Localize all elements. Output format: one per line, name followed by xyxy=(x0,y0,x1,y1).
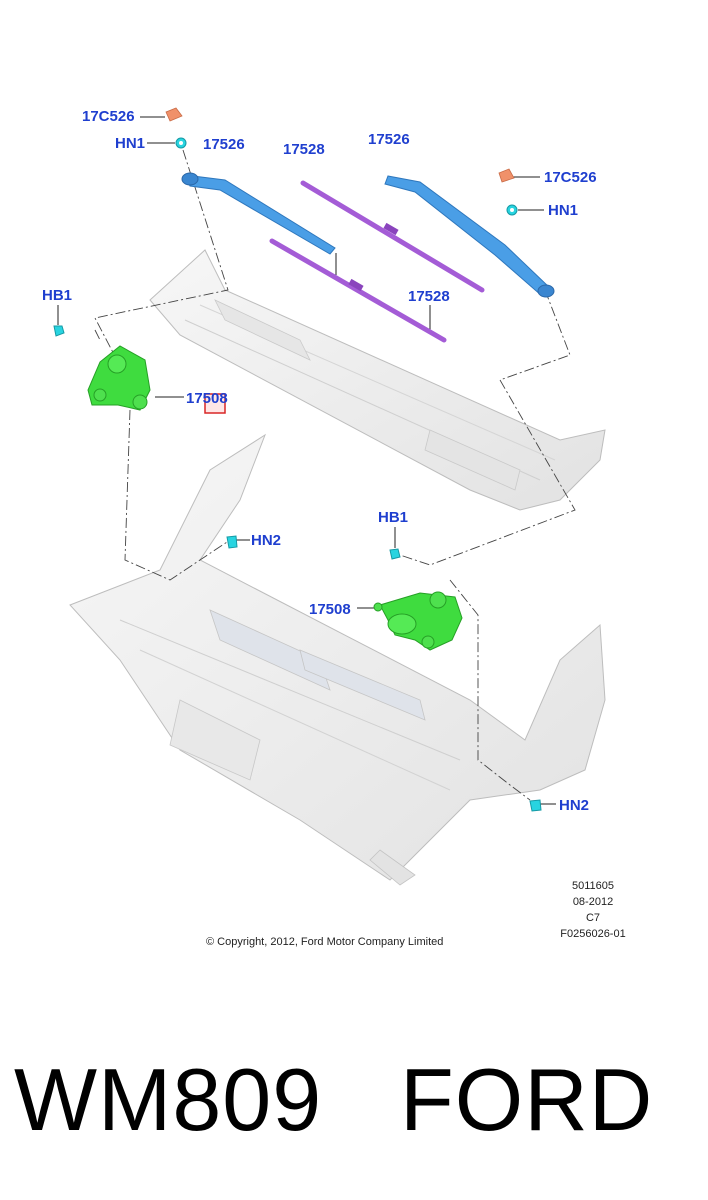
exploded-view-illustration xyxy=(53,107,606,886)
wiper-motor-left xyxy=(87,345,151,411)
bolt-icon-hb1-right xyxy=(389,548,401,560)
callout-hn1-left: HN1 xyxy=(115,135,146,152)
copyright-notice: © Copyright, 2012, Ford Motor Company Li… xyxy=(206,936,444,948)
wiper-arm-left xyxy=(181,172,336,255)
parts-diagram xyxy=(53,107,606,886)
lower-cowl-structure xyxy=(69,433,606,886)
highlight-box xyxy=(204,393,226,414)
callout-hn2-left: HN2 xyxy=(251,532,282,549)
callout-17508-left: 17508 xyxy=(186,390,228,407)
wiper-blade-bottom xyxy=(269,238,447,343)
callout-hb1-left: HB1 xyxy=(42,287,73,304)
upper-cowl-panel xyxy=(149,249,606,511)
cap-icon-right xyxy=(498,168,515,183)
drawing-number: 5011605 xyxy=(571,880,614,892)
wiper-blade-top xyxy=(300,180,485,293)
callout-hb1-right: HB1 xyxy=(378,509,409,526)
brand-name: FORD xyxy=(400,1050,654,1149)
cap-icon-left xyxy=(165,107,183,122)
callout-17c526-right: 17C526 xyxy=(544,169,597,186)
nut-icon-hn2-left xyxy=(226,535,238,549)
nut-icon-hn1-right xyxy=(506,204,518,216)
drawing-file-id: F0256026-01 xyxy=(560,928,626,940)
callout-leader-lines xyxy=(57,116,556,805)
part-number: WM809 xyxy=(14,1050,323,1149)
callout-17526-right: 17526 xyxy=(368,131,410,148)
nut-icon-hn2-right xyxy=(529,799,542,812)
callout-17528-bottom: 17528 xyxy=(408,288,450,305)
product-caption: WM809 FORD xyxy=(0,1040,708,1180)
callout-17528-top: 17528 xyxy=(283,141,325,158)
callout-17526-left: 17526 xyxy=(203,136,245,153)
callout-hn2-right: HN2 xyxy=(559,797,590,814)
drawing-revision: C7 xyxy=(585,912,601,924)
callout-17508-right: 17508 xyxy=(309,601,351,618)
drawing-date: 08-2012 xyxy=(572,896,614,908)
wiper-arm-right xyxy=(384,175,555,298)
callout-17c526-left: 17C526 xyxy=(82,108,135,125)
nut-icon-hn1-left xyxy=(175,137,187,149)
callout-hn1-right: HN1 xyxy=(548,202,579,219)
wiper-motor-right xyxy=(373,591,463,651)
bolt-icon-hb1-left xyxy=(53,325,65,337)
